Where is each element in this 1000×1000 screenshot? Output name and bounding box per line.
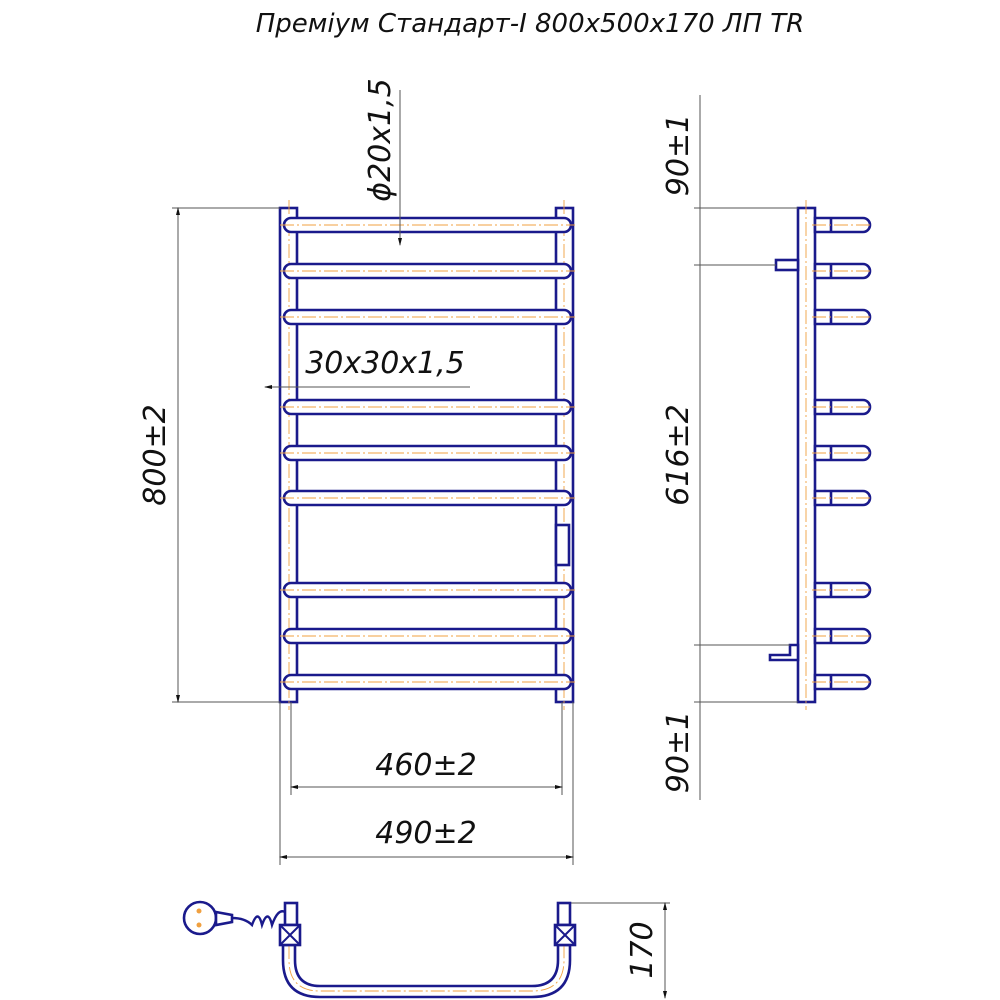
- power-plug-icon: [182, 900, 286, 936]
- top-offset-dim: 90±1: [661, 114, 696, 196]
- thermostat-box: [554, 523, 571, 567]
- depth-dim: 170: [625, 921, 660, 978]
- u-pipe: [281, 943, 572, 999]
- crossbars: [280, 216, 575, 691]
- outer-width-dim: 490±2: [375, 816, 476, 851]
- front-view: [278, 200, 575, 710]
- right-bracket: [556, 901, 572, 927]
- side-pins: [812, 216, 872, 691]
- left-bracket: [283, 901, 299, 927]
- dimensions: 800±2 ϕ20x1,5 30x30x1,5 90±1 616±2 90±1 …: [138, 78, 798, 999]
- drawing-title: Преміум Стандарт-І 800x500x170 ЛП TR: [256, 9, 805, 39]
- inner-width-dim: 460±2: [375, 748, 476, 783]
- side-view: [768, 200, 872, 710]
- side-post: [796, 206, 817, 704]
- axis-spacing-dim: 616±2: [661, 404, 696, 505]
- right-valve-icon: [553, 923, 577, 947]
- bottom-offset-dim: 90±1: [661, 711, 696, 793]
- pipe-dim: ϕ20x1,5: [363, 78, 398, 201]
- top-stub: [774, 258, 800, 272]
- heater-stub: [768, 643, 800, 662]
- height-dim: 800±2: [138, 404, 173, 505]
- left-valve-icon: [278, 923, 302, 947]
- profile-dim: 30x30x1,5: [305, 346, 465, 381]
- top-view: [182, 900, 577, 999]
